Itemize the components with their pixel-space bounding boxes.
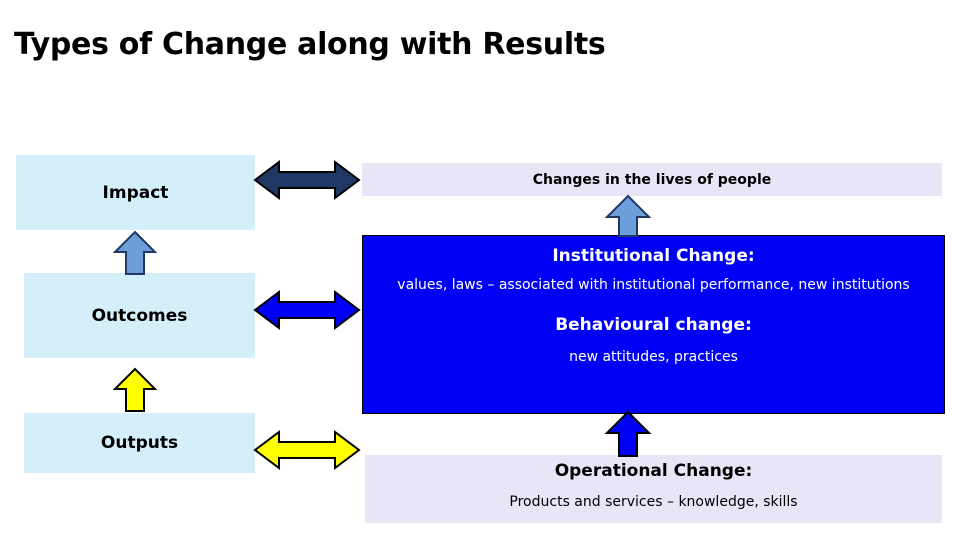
behavioural-change-body: new attitudes, practices	[569, 348, 738, 365]
institutional-change-heading: Institutional Change:	[552, 246, 755, 266]
right-strip-changes-in-lives-label: Changes in the lives of people	[532, 171, 772, 188]
double-arrow-icon-outcomes-link	[253, 288, 361, 332]
left-box-outputs-label: Outputs	[100, 433, 179, 453]
institutional-change-body: values, laws – associated with instituti…	[397, 277, 910, 294]
left-box-impact[interactable]: Impact	[16, 155, 255, 230]
operational-change-heading: Operational Change:	[554, 461, 753, 481]
left-box-impact-label: Impact	[102, 182, 169, 203]
page-title: Types of Change along with Results	[14, 27, 606, 62]
right-strip-changes-in-lives[interactable]: Changes in the lives of people	[362, 163, 942, 196]
up-arrow-icon-outcomes-to-impact	[113, 230, 157, 276]
double-arrow-icon-impact-link	[253, 158, 361, 202]
left-box-outcomes-label: Outcomes	[91, 305, 188, 326]
double-arrow-icon-outputs-link	[253, 428, 361, 472]
right-blue-panel[interactable]: Institutional Change: values, laws – ass…	[362, 235, 945, 414]
operational-change-body: Products and services – knowledge, skill…	[509, 494, 798, 511]
up-arrow-icon-operational-to-blue	[604, 410, 652, 458]
behavioural-change-heading: Behavioural change:	[555, 315, 752, 336]
left-box-outcomes[interactable]: Outcomes	[24, 273, 255, 358]
up-arrow-icon-institutional-to-lives	[604, 194, 652, 238]
right-strip-operational-change[interactable]: Operational Change: Products and service…	[365, 455, 942, 523]
up-arrow-icon-outputs-to-outcomes	[113, 367, 157, 413]
left-box-outputs[interactable]: Outputs	[24, 413, 255, 473]
